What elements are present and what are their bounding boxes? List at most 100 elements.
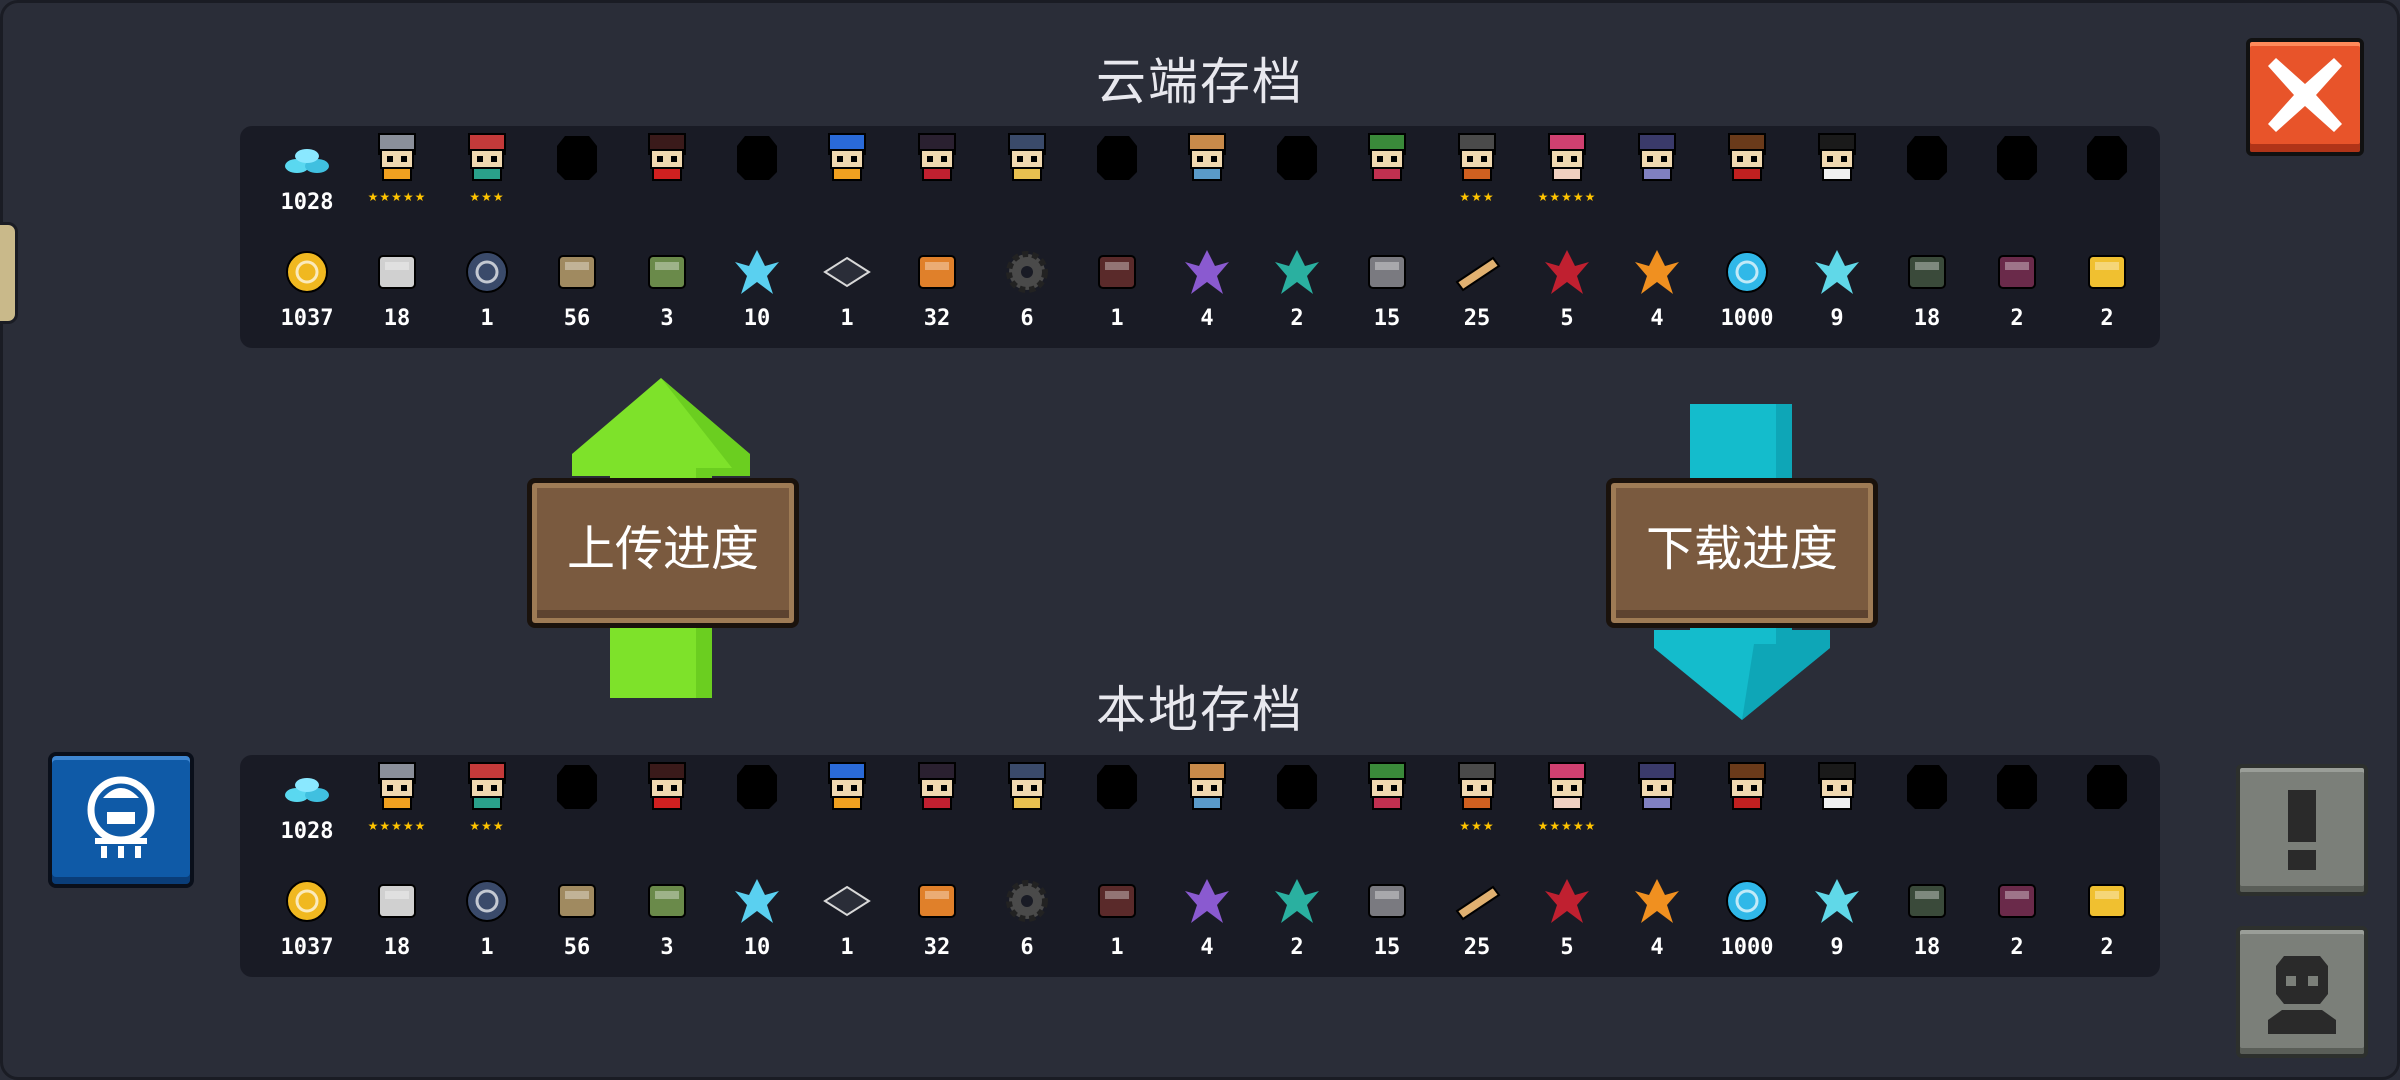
notice-button[interactable] <box>2236 764 2368 896</box>
gold-coin-icon <box>286 251 328 293</box>
close-button[interactable] <box>2246 38 2364 156</box>
cloud-character-slot <box>892 126 982 226</box>
ice-crystal-icon <box>735 879 779 923</box>
tablet-icon <box>1998 884 2036 918</box>
local-character-slot <box>622 755 712 855</box>
assassin-icon <box>648 133 686 181</box>
local-material-slot: 1 <box>442 871 532 971</box>
star-rating: ★★★★★ <box>1537 819 1597 833</box>
cowboy-icon <box>1728 762 1766 810</box>
local-character-slot <box>1252 755 1342 855</box>
cloud-material-count: 32 <box>923 306 951 331</box>
local-material-slot: 25 <box>1432 871 1522 971</box>
taoist-icon <box>1818 762 1856 810</box>
robot-icon <box>828 133 866 181</box>
local-material-slot: 15 <box>1342 871 1432 971</box>
purple-crystal-icon <box>1185 879 1229 923</box>
local-material-count: 18 <box>383 935 411 960</box>
local-save-title: 本地存档 <box>1096 681 1304 739</box>
locked-character-icon <box>1907 136 1947 180</box>
upload-progress-button[interactable]: 上传进度 <box>527 478 799 628</box>
locked-character-icon <box>1097 136 1137 180</box>
engineer-icon <box>1458 133 1496 181</box>
local-material-count: 10 <box>743 935 771 960</box>
cloud-material-slot: 2 <box>2062 242 2152 342</box>
locked-character-icon <box>557 136 597 180</box>
energy-orb-icon <box>1726 880 1768 922</box>
lamp-icon <box>2088 255 2126 289</box>
locked-character-icon <box>1277 136 1317 180</box>
side-drawer-handle[interactable] <box>0 222 18 324</box>
local-character-slot <box>1882 755 1972 855</box>
profile-button[interactable] <box>2236 926 2368 1058</box>
local-material-slot: 1 <box>1072 871 1162 971</box>
wood-plank-icon <box>1455 256 1501 292</box>
cloud-character-slot <box>1882 126 1972 226</box>
cloud-material-count: 18 <box>1913 306 1941 331</box>
cloud-material-count: 2 <box>2010 306 2024 331</box>
cloud-material-count: 6 <box>1020 306 1034 331</box>
cloud-service-button[interactable] <box>48 752 194 888</box>
ore-icon <box>918 255 956 289</box>
vampire-icon <box>918 762 956 810</box>
card-icon <box>378 255 416 289</box>
local-character-slot: 1028 <box>262 755 352 855</box>
robot-icon <box>828 762 866 810</box>
star-rating: ★★★★★ <box>367 190 427 204</box>
cloud-character-slot: ★★★ <box>442 126 532 226</box>
local-material-count: 15 <box>1373 935 1401 960</box>
cloud-material-slot: 1 <box>1072 242 1162 342</box>
cloud-material-count: 3 <box>660 306 674 331</box>
local-material-slot: 32 <box>892 871 982 971</box>
local-material-count: 6 <box>1020 935 1034 960</box>
blueprint-icon <box>648 255 686 289</box>
cloud-character-count: 1028 <box>280 190 334 215</box>
paladin-icon <box>1008 762 1046 810</box>
cloud-material-slot: 2 <box>1972 242 2062 342</box>
upload-progress-label: 上传进度 <box>566 521 759 577</box>
local-material-count: 2 <box>2100 935 2114 960</box>
cloud-character-slot <box>1342 126 1432 226</box>
purple-crystal-icon <box>1185 250 1229 294</box>
local-material-count: 1000 <box>1720 935 1774 960</box>
assassin-icon <box>648 762 686 810</box>
download-progress-label: 下载进度 <box>1645 521 1838 577</box>
cloud-character-slot <box>622 126 712 226</box>
cloud-material-slot: 2 <box>1252 242 1342 342</box>
fabric-icon <box>558 255 596 289</box>
local-material-count: 1 <box>480 935 494 960</box>
user-silhouette-icon <box>2268 956 2336 1034</box>
cloud-material-count: 56 <box>563 306 591 331</box>
cloud-save-title: 云端存档 <box>1096 53 1304 111</box>
local-material-count: 4 <box>1650 935 1664 960</box>
cloud-material-slot: 9 <box>1792 242 1882 342</box>
iron-ore-icon <box>1368 884 1406 918</box>
red-crystal-icon <box>1545 879 1589 923</box>
local-material-count: 4 <box>1200 935 1214 960</box>
download-progress-button[interactable]: 下载进度 <box>1606 478 1878 628</box>
cloud-material-count: 10 <box>743 306 771 331</box>
cloud-material-count: 1 <box>840 306 854 331</box>
cloud-character-slot <box>1072 126 1162 226</box>
local-character-slot <box>982 755 1072 855</box>
local-material-slot: 6 <box>982 871 1072 971</box>
star-rating: ★★★ <box>469 819 505 833</box>
exclamation-icon <box>2288 790 2316 870</box>
locked-character-icon <box>737 136 777 180</box>
cloud-character-slot: ★★★★★ <box>352 126 442 226</box>
locked-character-icon <box>2087 765 2127 809</box>
locked-character-icon <box>1907 765 1947 809</box>
energy-orb-icon <box>1726 251 1768 293</box>
card-icon <box>378 884 416 918</box>
local-character-slot <box>1162 755 1252 855</box>
local-material-count: 25 <box>1463 935 1491 960</box>
cloud-character-slot: ★★★ <box>1432 126 1522 226</box>
local-character-slot <box>1342 755 1432 855</box>
knight-icon <box>378 762 416 810</box>
locked-character-icon <box>1097 765 1137 809</box>
locked-character-icon <box>1997 765 2037 809</box>
cloud-character-slot <box>1792 126 1882 226</box>
battery-icon <box>1908 884 1946 918</box>
local-character-slot <box>892 755 982 855</box>
demon-icon <box>1638 762 1676 810</box>
